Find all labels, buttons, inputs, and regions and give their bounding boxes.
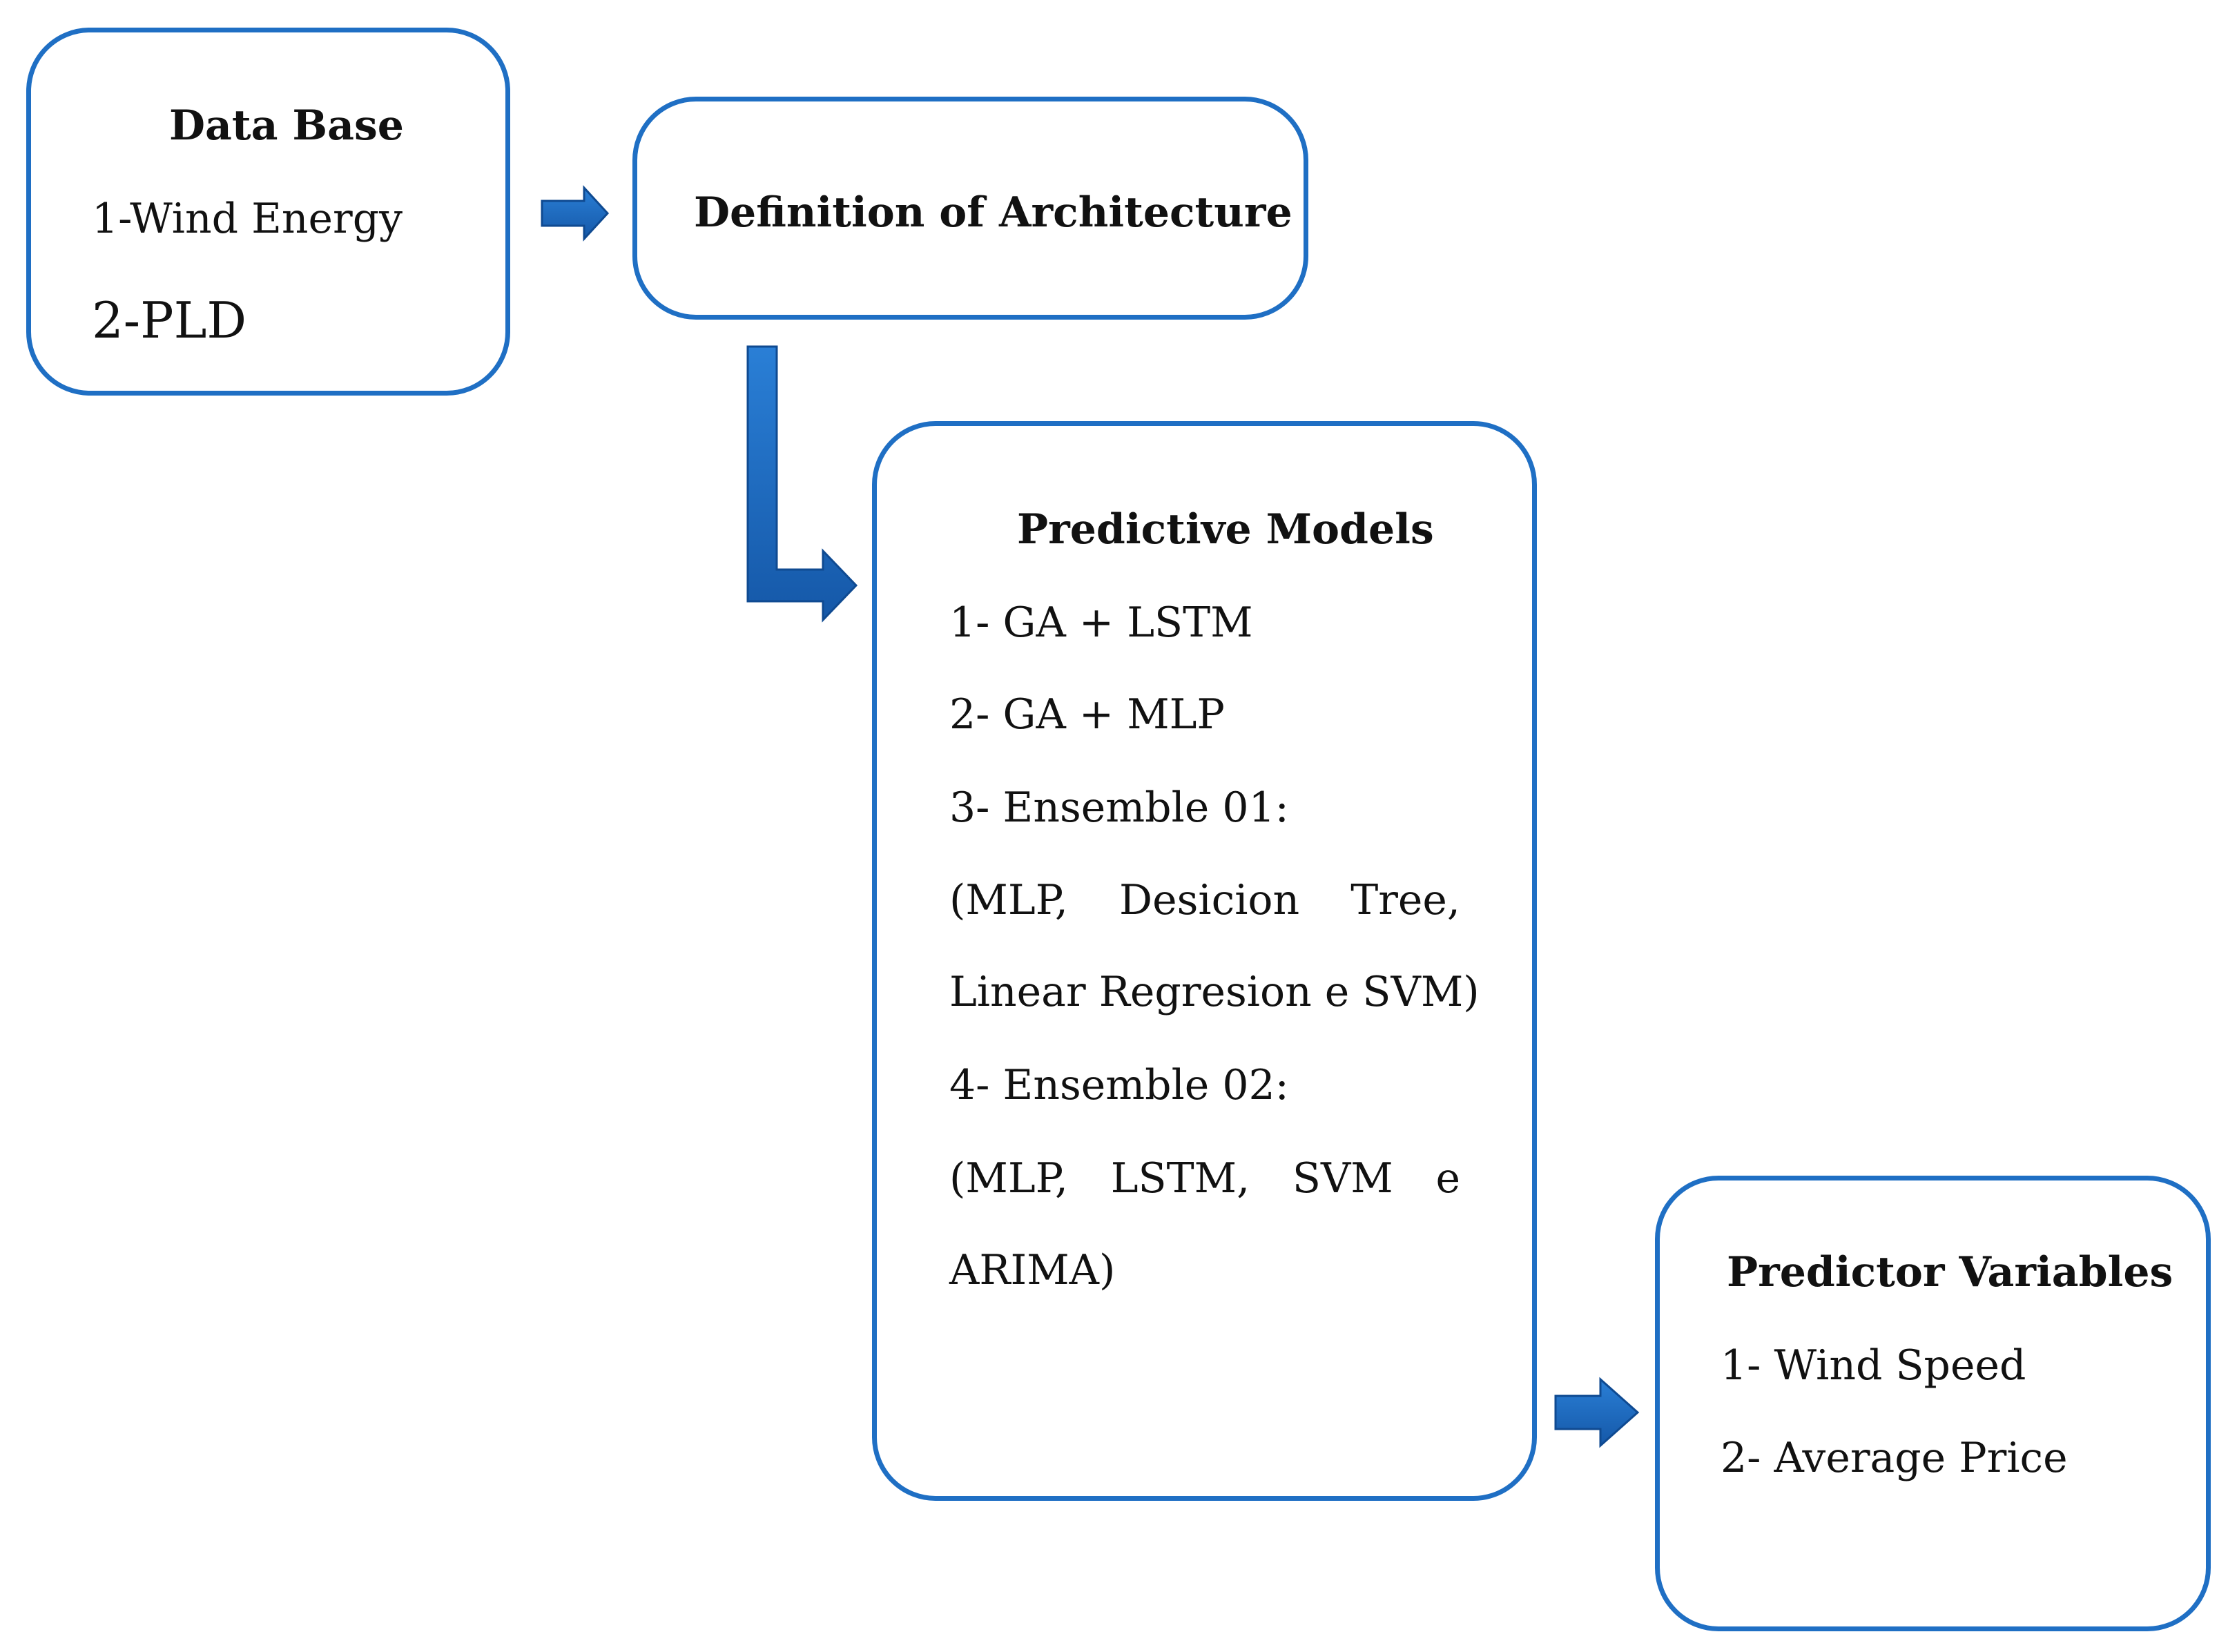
models-item: 1- GA + LSTM	[949, 599, 1253, 647]
predictive-models-box: Predictive Models 1- GA + LSTM 2- GA + M…	[872, 421, 1537, 1501]
arrow-models-to-predictors	[1554, 1377, 1640, 1448]
models-item-word: (MLP,	[949, 876, 1068, 924]
predictors-item: 2- Average Price	[1721, 1434, 2068, 1482]
models-item-word: Tree,	[1350, 876, 1460, 924]
models-item-justified: (MLP, Desicion Tree,	[949, 876, 1460, 924]
models-item-word: Desicion	[1119, 876, 1300, 924]
models-item-word: LSTM,	[1110, 1154, 1250, 1203]
database-box: Data Base 1-Wind Energy 2-PLD	[26, 28, 510, 396]
models-item: 4- Ensemble 02:	[949, 1061, 1289, 1109]
models-item-word: (MLP,	[949, 1154, 1068, 1203]
predictors-title: Predictor Variables	[1727, 1248, 2173, 1296]
database-item: 1-Wind Energy	[92, 195, 403, 243]
predictor-variables-box: Predictor Variables 1- Wind Speed 2- Ave…	[1655, 1176, 2211, 1631]
models-item: 2- GA + MLP	[949, 690, 1225, 739]
database-item: 2-PLD	[92, 291, 247, 349]
database-title: Data Base	[169, 101, 404, 150]
models-item-word: SVM	[1292, 1154, 1393, 1203]
architecture-box: Definition of Architecture	[632, 97, 1308, 320]
arrow-database-to-architecture	[541, 185, 610, 242]
models-item: 3- Ensemble 01:	[949, 784, 1289, 832]
models-item: ARIMA)	[949, 1246, 1116, 1294]
models-item: Linear Regresion e SVM)	[949, 968, 1480, 1016]
predictors-item: 1- Wind Speed	[1721, 1341, 2026, 1390]
arrow-architecture-to-models	[746, 345, 858, 623]
models-title: Predictive Models	[1017, 505, 1434, 554]
models-item-word: e	[1435, 1154, 1460, 1203]
models-item-justified: (MLP, LSTM, SVM e	[949, 1154, 1460, 1203]
architecture-title: Definition of Architecture	[694, 188, 1292, 237]
